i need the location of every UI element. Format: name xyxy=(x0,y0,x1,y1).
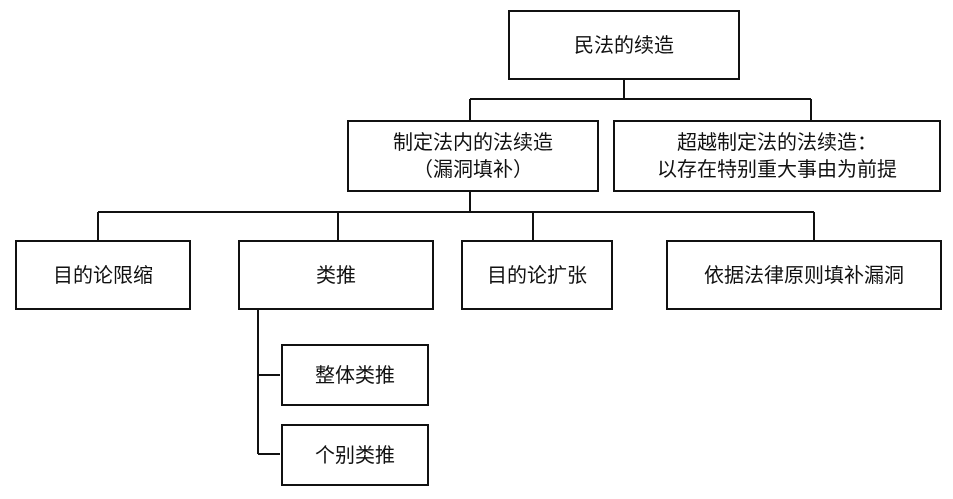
teleological-reduction-node: 目的论限缩 xyxy=(15,240,191,310)
root-label: 民法的续造 xyxy=(574,32,674,57)
statutory-internal-line2: （漏洞填补） xyxy=(413,157,533,181)
teleological-reduction-label: 目的论限缩 xyxy=(53,262,153,287)
analogy-node: 类推 xyxy=(238,240,434,310)
root-node: 民法的续造 xyxy=(508,10,740,80)
legal-principle-gap-filling-label: 依据法律原则填补漏洞 xyxy=(704,262,904,287)
statutory-internal-line1: 制定法内的法续造 xyxy=(393,130,553,154)
statutory-internal-node: 制定法内的法续造 （漏洞填补） xyxy=(347,120,599,192)
overall-analogy-node: 整体类推 xyxy=(281,344,429,406)
beyond-statute-node: 超越制定法的法续造： 以存在特别重大事由为前提 xyxy=(613,120,941,192)
beyond-statute-line1: 超越制定法的法续造： xyxy=(677,130,877,154)
individual-analogy-node: 个别类推 xyxy=(281,424,429,486)
beyond-statute-line2: 以存在特别重大事由为前提 xyxy=(657,157,897,181)
analogy-label: 类推 xyxy=(316,262,356,287)
teleological-extension-node: 目的论扩张 xyxy=(461,240,613,310)
legal-principle-gap-filling-node: 依据法律原则填补漏洞 xyxy=(666,240,942,310)
overall-analogy-label: 整体类推 xyxy=(315,362,395,387)
teleological-extension-label: 目的论扩张 xyxy=(487,262,587,287)
individual-analogy-label: 个别类推 xyxy=(315,442,395,467)
